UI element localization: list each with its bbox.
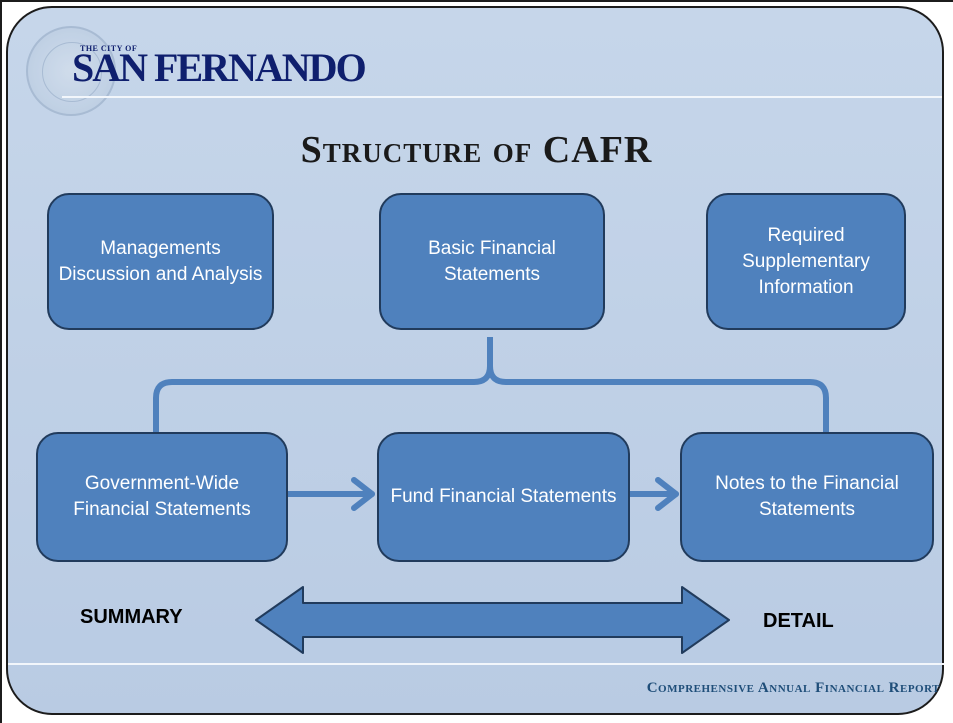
box-label: Government-Wide Financial Statements xyxy=(73,473,251,520)
slide xyxy=(6,6,944,715)
box-managements-discussion: Managements Discussion and Analysis xyxy=(47,193,274,330)
bracket-connector xyxy=(153,337,829,432)
box-label: Basic Financial Statements xyxy=(428,237,556,285)
header-divider xyxy=(62,96,942,98)
box-label: Fund Financial Statements xyxy=(390,486,617,507)
frame-edge-left xyxy=(0,0,6,723)
arrow-right-icon xyxy=(627,477,679,511)
box-government-wide: Government-Wide Financial Statements xyxy=(36,432,288,562)
box-label: Notes to the Financial Statements xyxy=(715,473,899,520)
footer-text: Comprehensive Annual Financial Report xyxy=(646,680,940,696)
box-notes: Notes to the Financial Statements xyxy=(680,432,934,562)
summary-label: SUMMARY xyxy=(80,606,183,628)
box-required-supplementary: Required Supplementary Information xyxy=(706,193,906,330)
footer-divider xyxy=(8,663,944,665)
city-seal-icon xyxy=(26,26,116,116)
double-arrow-icon xyxy=(255,586,730,654)
slide-title: Structure of CAFR xyxy=(300,129,653,171)
box-label: Managements Discussion and Analysis xyxy=(58,237,263,285)
logo-subtitle: THE CITY OF xyxy=(80,44,138,53)
city-logo: SAN FERNANDO xyxy=(72,45,367,90)
detail-label: DETAIL xyxy=(763,610,834,632)
box-fund-financial: Fund Financial Statements xyxy=(377,432,630,562)
seal-ring xyxy=(42,42,102,102)
arrow-right-icon xyxy=(285,477,375,511)
box-label: Required Supplementary Information xyxy=(742,224,870,298)
frame-edge-top xyxy=(0,0,953,6)
box-basic-financial-statements: Basic Financial Statements xyxy=(379,193,605,330)
